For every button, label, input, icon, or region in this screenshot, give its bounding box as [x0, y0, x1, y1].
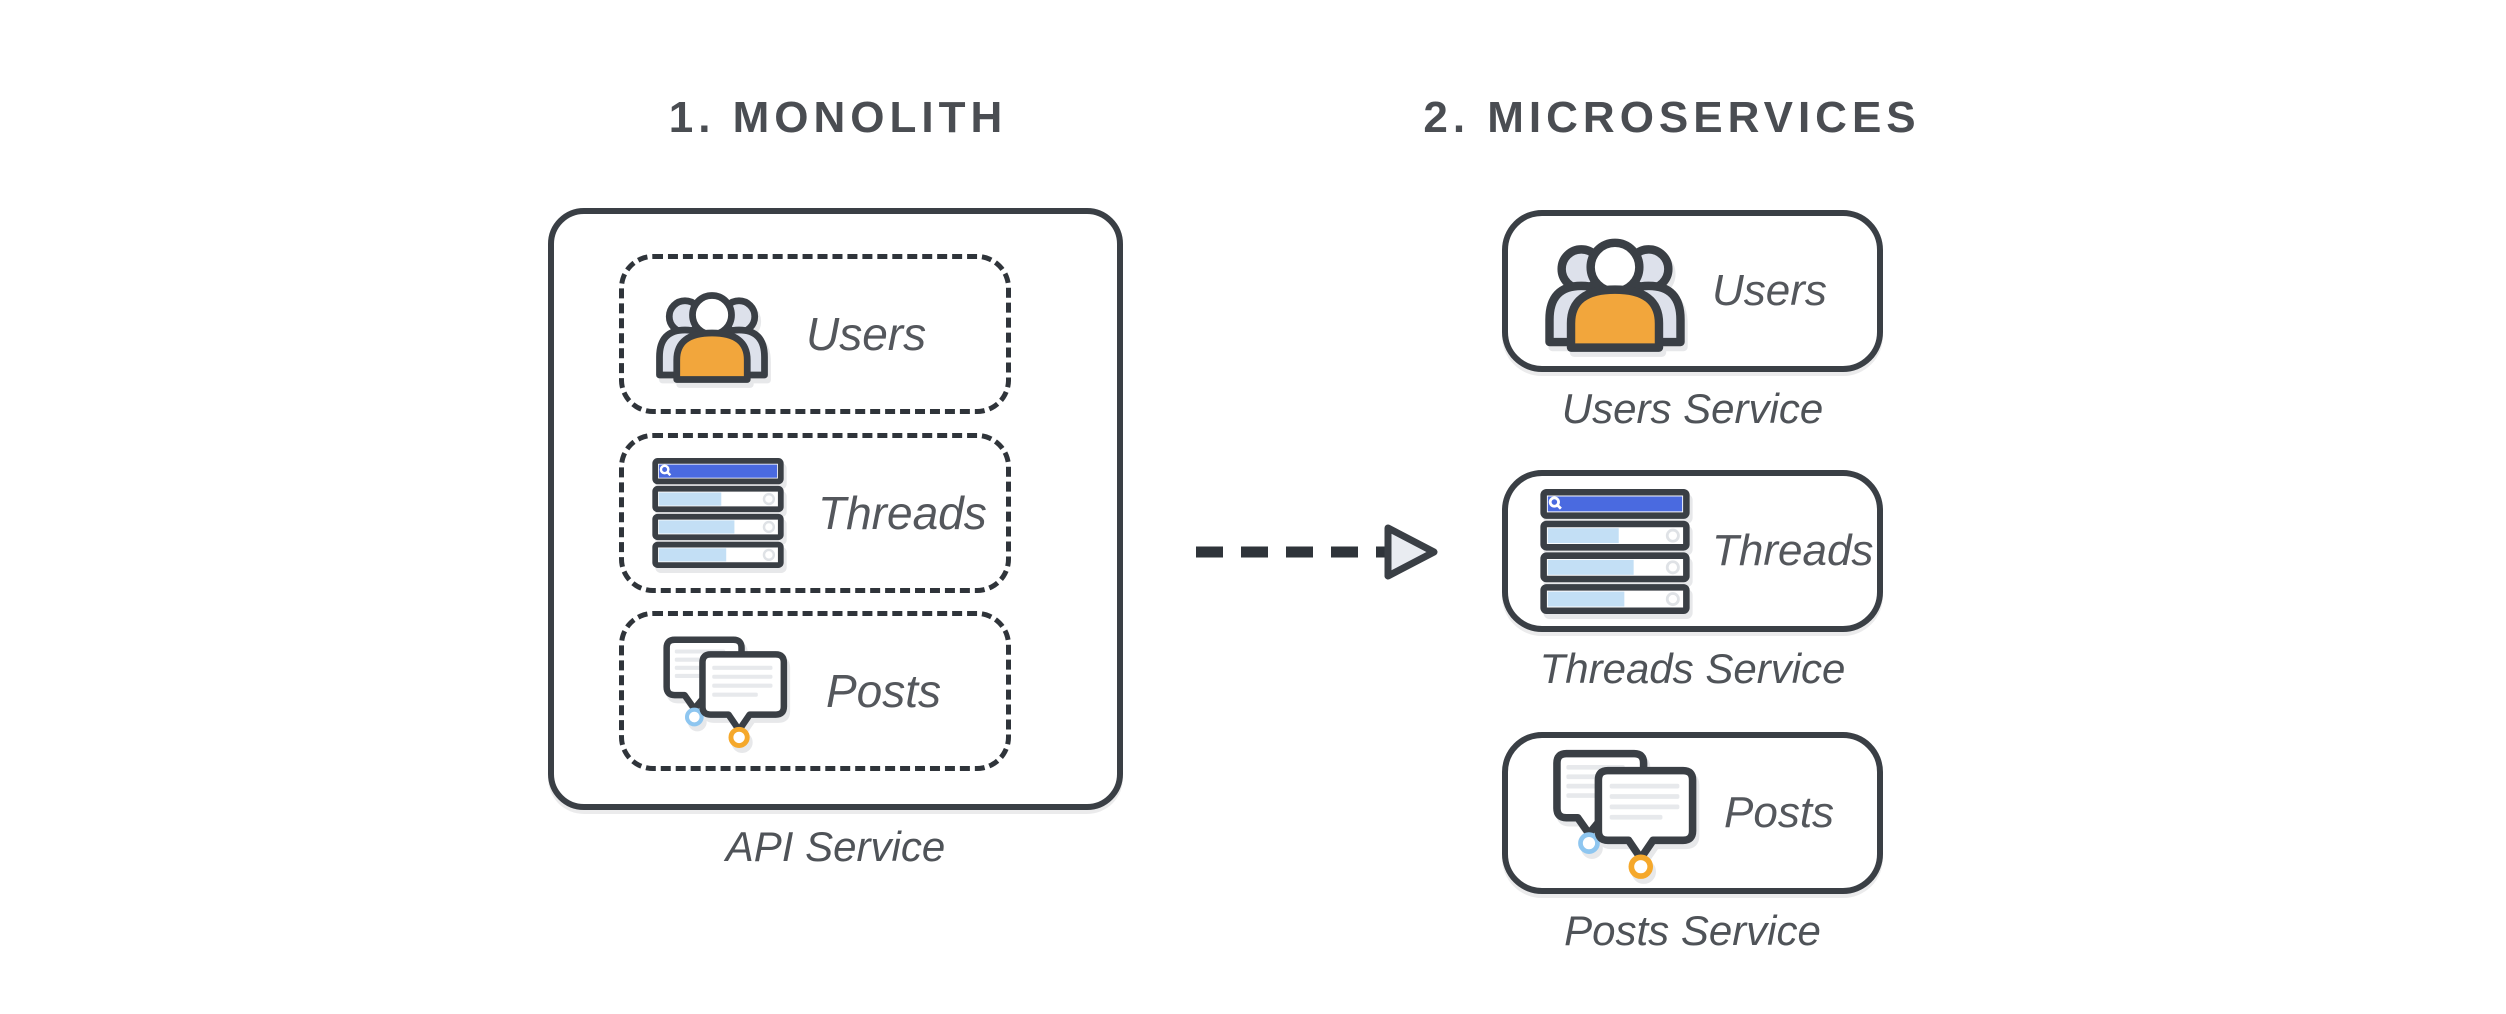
- service-label: Threads: [1712, 526, 1874, 575]
- thread-list-icon: [1540, 489, 1690, 614]
- users-group-icon: [1540, 226, 1690, 357]
- chat-bubbles-icon: [1540, 746, 1702, 880]
- service-label: Users: [1712, 266, 1827, 315]
- posts-service-card: Posts: [1502, 732, 1883, 894]
- api-service-caption: API Service: [725, 823, 946, 870]
- monolith-section-title: 1. MONOLITH: [668, 93, 1008, 142]
- monolith-module-users: Users: [619, 254, 1011, 414]
- service-label: Posts: [1724, 788, 1835, 837]
- monolith-module-threads: Threads: [619, 433, 1011, 593]
- chat-bubbles-icon: [652, 633, 792, 749]
- users-service-caption: Users Service: [1561, 385, 1824, 432]
- module-label: Users: [806, 308, 927, 360]
- users-service-card: Users: [1502, 210, 1883, 372]
- module-label: Threads: [818, 487, 987, 539]
- monolith-api-service-box: Users Threads Posts: [548, 208, 1123, 810]
- threads-service-caption: Threads Service: [1539, 645, 1846, 692]
- threads-service-card: Threads: [1502, 470, 1883, 632]
- thread-list-icon: [652, 458, 784, 568]
- posts-service-caption: Posts Service: [1564, 907, 1821, 954]
- monolith-module-posts: Posts: [619, 611, 1011, 771]
- microservices-section-title: 2. MICROSERVICES: [1423, 93, 1921, 142]
- users-group-icon: [652, 282, 772, 387]
- module-label: Posts: [826, 665, 942, 717]
- dashed-right-arrow: [1196, 524, 1438, 580]
